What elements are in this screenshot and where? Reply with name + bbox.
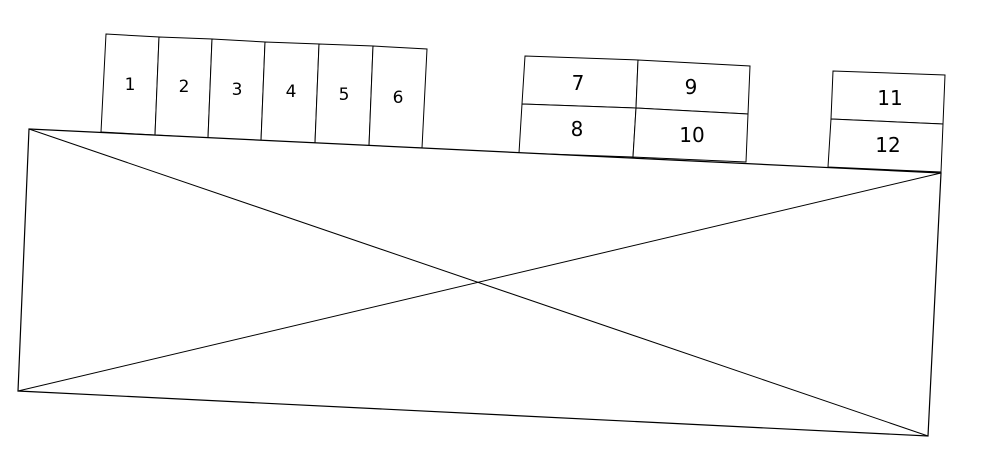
- cell-label-6: 6: [393, 88, 404, 108]
- cell-12: [827, 118, 944, 173]
- cell-label-7: 7: [572, 71, 585, 95]
- cell-label-9: 9: [685, 75, 698, 99]
- cell-label-3: 3: [232, 80, 243, 100]
- cell-label-8: 8: [571, 117, 584, 141]
- crossed-box-diagonal-2: [17, 172, 942, 392]
- cell-label-10: 10: [679, 123, 704, 147]
- cell-label-11: 11: [877, 86, 902, 110]
- cell-group-b: 7 8 9 10: [518, 55, 751, 163]
- cell-label-1: 1: [125, 75, 136, 95]
- crossed-box: [17, 128, 942, 437]
- cell-10: [632, 107, 749, 163]
- cell-group-c: 11 12: [827, 70, 946, 173]
- cell-group-a: 1 2 3 4 5 6: [100, 33, 428, 149]
- cell-label-2: 2: [179, 77, 190, 97]
- cell-label-12: 12: [875, 133, 900, 157]
- cell-label-5: 5: [339, 85, 350, 105]
- cell-label-4: 4: [286, 82, 297, 102]
